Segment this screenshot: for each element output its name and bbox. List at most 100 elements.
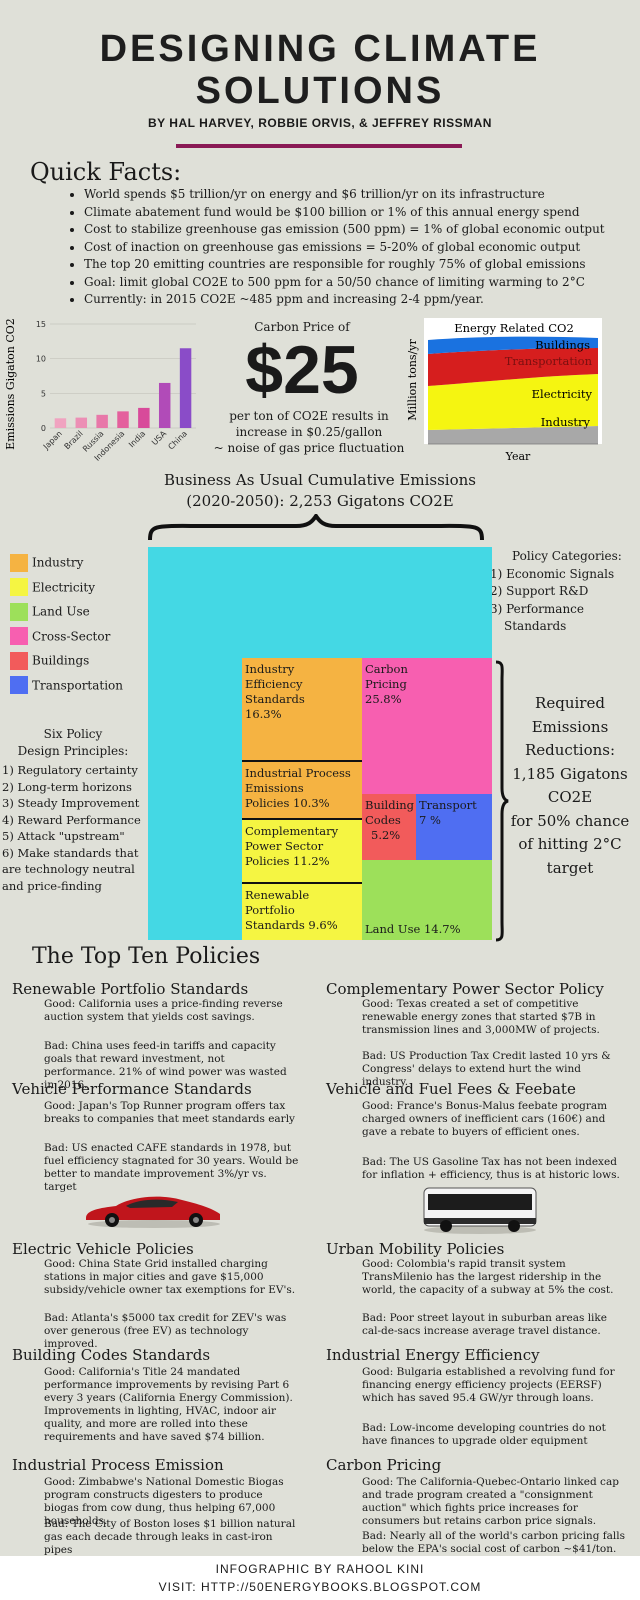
tm-label: Standards [245, 918, 305, 932]
y-tick-label: 5 [41, 389, 46, 398]
tm-label: Portfolio [245, 903, 295, 917]
bau-line: Business As Usual Cumulative Emissions [164, 471, 476, 489]
legend-item-transportation: Transportation [10, 675, 123, 700]
page-title-line2: SOLUTIONS [195, 70, 445, 112]
policy-title: Complementary Power Sector Policy [326, 980, 604, 998]
policy-good: Good: California uses a price-finding re… [44, 998, 283, 1023]
policy-bad: Bad: The City of Boston loses $1 billion… [44, 1518, 296, 1556]
fact-item: World spends $5 trillion/yr on energy an… [84, 186, 640, 204]
tm-label: Industry [245, 662, 295, 676]
policy-category: 1) Economic Signals [490, 566, 615, 581]
policy-title: Industrial Energy Efficiency [326, 1346, 540, 1364]
energy-chart-ylabel: Million tons/yr [406, 339, 419, 421]
tm-label: Building [365, 798, 415, 812]
swatch-icon [10, 553, 28, 572]
principle-item: are technology neutral [2, 862, 135, 876]
tm-label: Codes [365, 813, 401, 827]
bau-heading: Business As Usual Cumulative Emissions (… [110, 470, 530, 512]
policy-bad: Bad: US enacted CAFE standards in 1978, … [44, 1142, 299, 1193]
top-brace [148, 514, 484, 541]
y-tick-label: 0 [41, 424, 46, 433]
bar-russia [96, 414, 108, 428]
swatch-icon [10, 627, 28, 646]
policy-title: Building Codes Standards [12, 1346, 211, 1364]
energy-chart-xlabel: Year [505, 450, 531, 463]
policy-bad: Bad: Nearly all of the world's carbon pr… [362, 1530, 626, 1555]
y-tick-label: 15 [36, 320, 46, 329]
tm-complementary-power: Complementary Power Sector Policies 11.2… [242, 818, 362, 882]
policy-good: Good: Texas created a set of competitive… [362, 998, 600, 1036]
footer-visit-link[interactable]: VISIT: HTTP://50ENERGYBOOKS.BLOGSPOT.COM [158, 1580, 482, 1594]
principle-item: and price-finding [2, 878, 102, 893]
principle-item: 1) Regulatory certainty [2, 763, 138, 777]
bar-brazil [75, 417, 88, 428]
tm-label: Efficiency [245, 677, 303, 691]
legend-item-electricity: Electricity [10, 577, 123, 602]
fact-item: Goal: limit global CO2E to 500 ppm for a… [84, 274, 640, 292]
policy-title: Vehicle and Fuel Fees & Feebate [326, 1080, 576, 1098]
policy-good: Good: Colombia's rapid transit system Tr… [362, 1258, 614, 1296]
fact-item: Cost of inaction on greenhouse gas emiss… [84, 239, 640, 257]
footer-credit: INFOGRAPHIC BY RAHOOL KINI [215, 1562, 425, 1576]
policy-good: Good: China State Grid installed chargin… [44, 1258, 296, 1296]
y-tick-label: 10 [36, 355, 46, 364]
label-electricity: Electricity [532, 387, 593, 401]
tm-label: Policies 10.3% [245, 796, 359, 811]
policy-good: Good: Bulgaria established a revolving f… [362, 1366, 615, 1404]
fact-item: Currently: in 2015 CO2E ~485 ppm and inc… [84, 291, 640, 309]
tm-pct: 16.3% [245, 707, 282, 721]
x-tick-label: India [127, 429, 147, 449]
req-line: 1,185 Gigatons [512, 764, 628, 783]
electric-car-icon [86, 1196, 220, 1228]
tm-label: Power Sector [245, 839, 324, 853]
label-industry: Industry [541, 415, 591, 429]
bau-line: (2020-2050): 2,253 Gigatons CO2E [186, 492, 454, 510]
carbon-price-description: per ton of CO2E results in increase in $… [205, 408, 413, 456]
bar-indonesia [117, 411, 129, 428]
tm-pct: 11.2% [293, 854, 330, 868]
policy-bad: Bad: Low-income developing countries do … [362, 1422, 606, 1447]
swatch-icon [10, 676, 28, 695]
tm-label: Carbon [365, 662, 408, 676]
principles-title-line: Six Policy [43, 727, 103, 741]
legend-item-cross-sector: Cross-Sector [10, 626, 123, 651]
policy-bad: Bad: US Production Tax Credit lasted 10 … [362, 1050, 611, 1088]
req-line: Required [535, 694, 605, 712]
principles-title-line: Design Principles: [17, 744, 129, 758]
label-transportation: Transportation [505, 354, 593, 368]
price-desc-line: per ton of CO2E results in [229, 409, 389, 423]
bus-icon [423, 1187, 537, 1234]
tm-pct: 9.6% [308, 918, 338, 932]
tm-label: Industrial Process [245, 766, 351, 780]
title-divider [176, 144, 462, 148]
carbon-price-caption: Carbon Price of [254, 320, 350, 334]
tm-pct: 7 % [419, 813, 441, 827]
policy-good: Good: California's Title 24 mandated per… [44, 1366, 293, 1443]
tm-pct: 5.2% [371, 828, 401, 842]
tm-label: Policies 11.2% [245, 854, 359, 869]
req-line: for 50% chance [510, 811, 630, 830]
tm-label: Emissions [245, 781, 304, 795]
policy-good: Good: France's Bonus-Malus feebate progr… [362, 1100, 608, 1138]
tm-industry-efficiency: Industry Efficiency Standards 16.3% [242, 658, 362, 760]
bar-chart-ylabel: Emissions Gigaton CO2E [4, 318, 17, 450]
energy-area-bands [428, 336, 598, 444]
x-tick-label: USA [150, 429, 168, 447]
tm-carbon-pricing: Carbon Pricing 25.8% [362, 658, 492, 794]
design-principles-list: 1) Regulatory certainty 2) Long-term hor… [2, 762, 152, 894]
tm-land-use: Land Use 14.7% [362, 860, 492, 940]
legend-item-land-use: Land Use [10, 601, 123, 626]
page-title-line1: DESIGNING CLIMATE [99, 28, 541, 70]
quick-facts-heading: Quick Facts: [30, 158, 182, 186]
energy-co2-area-chart: Million tons/yr Energy Related CO2 Build… [406, 318, 602, 463]
fact-item: Climate abatement fund would be $100 bil… [84, 204, 640, 222]
req-line: CO2E [547, 788, 593, 806]
required-reductions: Required Emissions Reductions: 1,185 Gig… [500, 692, 640, 880]
principle-item: 5) Attack "upstream" [2, 829, 125, 843]
footer-band [0, 1556, 640, 1600]
req-line: of hitting 2°C [518, 835, 622, 853]
tm-pct: 25.8% [365, 692, 402, 706]
policy-title: Industrial Process Emission [12, 1456, 224, 1474]
fact-item: Cost to stabilize greenhouse gas emissio… [84, 221, 640, 239]
tm-label: Land Use [365, 922, 421, 936]
